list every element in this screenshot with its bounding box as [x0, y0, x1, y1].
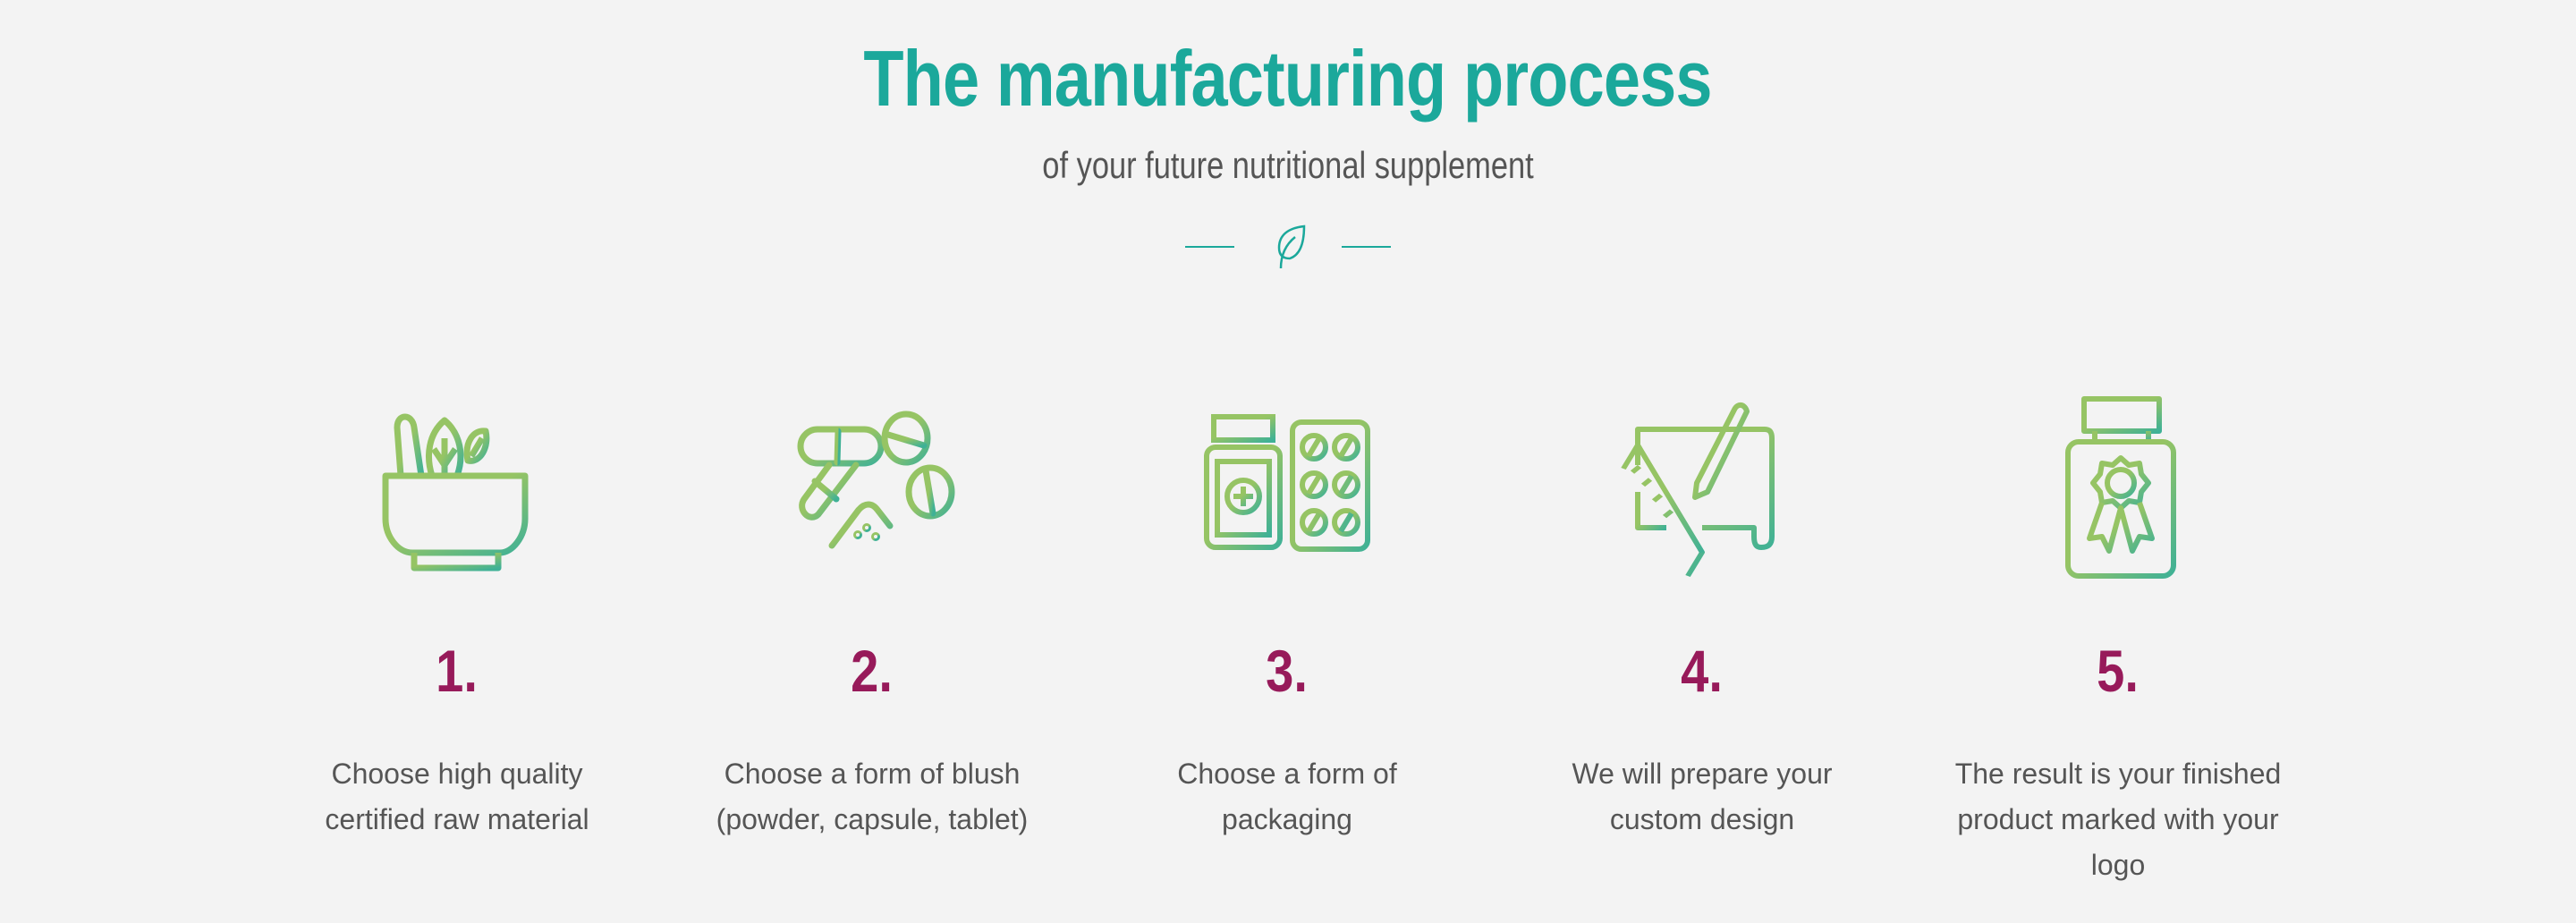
desc-line: Choose a form of blush	[724, 758, 1021, 790]
desc-line: custom design	[1609, 803, 1795, 835]
step-description: The result is your finished product mark…	[1921, 751, 2315, 888]
desc-line: Choose high quality	[331, 758, 583, 790]
page-title: The manufacturing process	[863, 34, 1713, 123]
page-subtitle: of your future nutritional supplement	[1042, 144, 1534, 186]
step-5: 5. The result is your finished product m…	[1921, 394, 2315, 888]
step-3: 3. Choose a form of packaging	[1090, 394, 1484, 843]
bottle-certified-icon	[2065, 396, 2176, 579]
step-description: We will prepare your custom design	[1505, 751, 1899, 843]
step-description: Choose high quality certified raw materi…	[260, 751, 654, 843]
desc-line: product marked with your	[1957, 803, 2279, 835]
step-1: 1. Choose high quality certified raw mat…	[260, 394, 654, 843]
step-description: Choose a form of blush (powder, capsule,…	[675, 751, 1069, 843]
step-2: 2. Choose a form of blush (powder, capsu…	[675, 394, 1069, 843]
step-number: 4.	[1681, 638, 1724, 704]
leaf-divider	[1185, 224, 1391, 269]
desc-line: packaging	[1222, 803, 1352, 835]
mortar-herbs-icon	[382, 413, 529, 572]
step-description: Choose a form of packaging	[1090, 751, 1484, 843]
step-4: 4. We will prepare your custom design	[1505, 394, 1899, 843]
desc-line: certified raw material	[325, 803, 589, 835]
leaf-icon	[1277, 224, 1306, 269]
desc-line: (powder, capsule, tablet)	[716, 803, 1029, 835]
design-ruler-pencil-icon	[1621, 402, 1775, 578]
step-number: 5.	[2097, 638, 2140, 704]
desc-line: Choose a form of	[1177, 758, 1397, 790]
step-number: 2.	[851, 638, 894, 704]
desc-line: logo	[2090, 849, 2146, 881]
bottle-blister-icon	[1204, 414, 1370, 552]
desc-line: We will prepare your	[1572, 758, 1833, 790]
pills-powder-icon	[797, 411, 955, 549]
step-number: 3.	[1266, 638, 1309, 704]
desc-line: The result is your finished	[1954, 758, 2282, 790]
step-number: 1.	[436, 638, 479, 704]
